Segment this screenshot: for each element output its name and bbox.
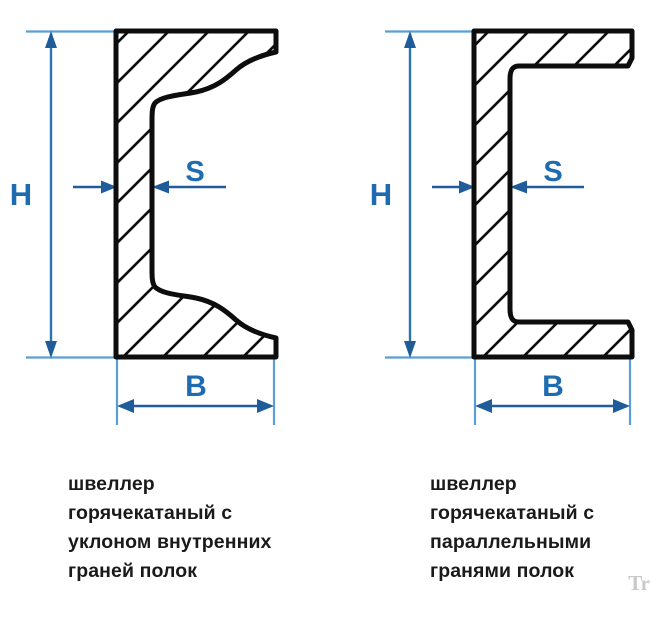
- extension-lines-left: [26, 30, 276, 425]
- caption-right-line-4: гранями полок: [430, 560, 575, 582]
- diagram-area: H S B: [10, 28, 635, 425]
- caption-left-line-1: швеллер: [68, 473, 155, 495]
- caption-right-line-1: швеллер: [430, 473, 517, 495]
- label-h-left: H: [10, 177, 32, 212]
- caption-left: швеллер горячекатаный с уклоном внутренн…: [68, 470, 368, 586]
- captions-area: швеллер горячекатаный с уклоном внутренн…: [0, 440, 652, 618]
- dimension-s-left: [73, 180, 226, 194]
- label-h-right: H: [370, 177, 392, 212]
- label-s-right: S: [543, 156, 562, 188]
- s-arrowhead-right: [510, 180, 527, 194]
- caption-right: швеллер горячекатаный с параллельными гр…: [430, 470, 650, 586]
- h-arrowhead-bottom: [404, 341, 416, 358]
- dimension-b-right: [475, 399, 630, 413]
- h-arrowhead-top: [45, 31, 57, 48]
- figure-right: H S B: [370, 28, 635, 425]
- s-arrowhead-right: [152, 180, 169, 194]
- label-b-left: B: [185, 370, 207, 403]
- s-arrowhead-left: [459, 180, 475, 194]
- label-s-left: S: [185, 156, 204, 188]
- channel-profiles-svg: H S B: [10, 28, 635, 425]
- watermark: Tr: [628, 571, 650, 595]
- h-arrowhead-bottom: [45, 341, 57, 358]
- extension-lines-right: [385, 30, 632, 425]
- dimension-h-right: [404, 31, 416, 358]
- caption-left-line-3: уклоном внутренних: [68, 531, 272, 553]
- caption-right-line-2: горячекатаный с: [430, 502, 595, 524]
- caption-left-line-2: горячекатаный с: [68, 502, 233, 524]
- dimension-s-right: [432, 180, 584, 194]
- s-arrowhead-left: [101, 180, 117, 194]
- h-arrowhead-top: [404, 31, 416, 48]
- b-arrowhead-left: [475, 399, 492, 413]
- caption-left-line-4: граней полок: [68, 560, 198, 582]
- profile-outline-left: [113, 28, 279, 360]
- b-arrowhead-right: [613, 399, 630, 413]
- caption-right-line-3: параллельными: [430, 531, 592, 553]
- profile-outline-right: [471, 28, 635, 360]
- dimension-h-left: [45, 31, 57, 358]
- dimension-b-left: [117, 399, 274, 413]
- label-b-right: B: [542, 370, 564, 403]
- b-arrowhead-left: [117, 399, 134, 413]
- b-arrowhead-right: [257, 399, 274, 413]
